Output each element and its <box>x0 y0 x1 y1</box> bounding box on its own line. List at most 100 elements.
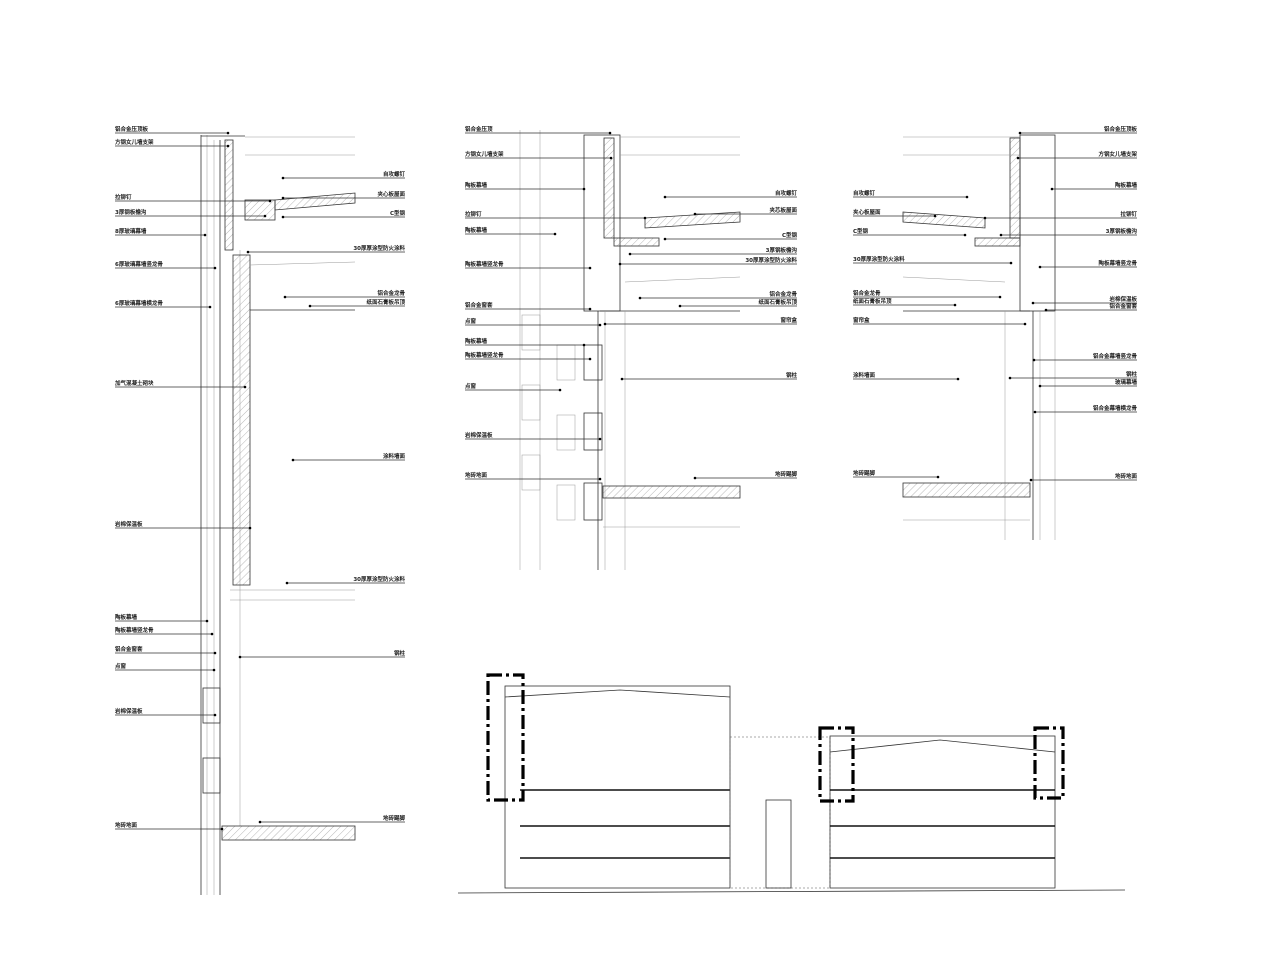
building-section <box>457 673 1126 894</box>
annotation-label: 岩棉保温板 <box>464 431 493 439</box>
annotation-label: 方钢女儿墙支架 <box>465 150 504 158</box>
annotation-label: 陶板幕墙竖龙骨 <box>115 626 154 634</box>
annotation-label: 铝合金龙骨 <box>853 289 881 297</box>
annotation-label: 地砖踢脚 <box>853 469 876 477</box>
annotation-label: 30厚厚涂型防火涂料 <box>745 256 797 264</box>
leader-dot <box>965 195 969 199</box>
leader-dot <box>582 187 586 191</box>
leader-dot <box>598 477 602 481</box>
leader-dot <box>226 131 230 135</box>
leader-dot <box>1009 261 1013 265</box>
annotation-label: 纸面石膏板吊顶 <box>758 298 797 306</box>
leader-dot <box>263 214 267 218</box>
annotation-label: 窗帘盒 <box>780 316 797 324</box>
annotation-label: 铝合金龙骨 <box>769 290 797 298</box>
annotation-label: 陶板幕墙竖龙骨 <box>465 260 504 268</box>
leader-dot <box>308 304 312 308</box>
annotation-label: 陶板幕墙 <box>465 181 488 189</box>
leader-dot <box>638 296 642 300</box>
leader-dot <box>620 377 624 381</box>
annotation-label: 钢柱 <box>394 649 406 657</box>
leader-dot <box>553 232 557 236</box>
annotation-label: 6厚玻璃幕墙竖龙骨 <box>115 260 163 268</box>
annotation-label: 陶板幕墙 <box>1115 181 1138 189</box>
leader-dot <box>588 357 592 361</box>
annotation-label: 岩棉保温板 <box>114 707 143 715</box>
leader-dot <box>582 343 586 347</box>
annotation-label: 纸面石膏板吊顶 <box>366 298 405 306</box>
leader-dot <box>208 305 212 309</box>
leader-dot <box>1008 376 1012 380</box>
annotation-label: 陶板幕墙竖龙骨 <box>1098 259 1137 267</box>
leader-dot <box>268 199 272 203</box>
leader-dot <box>663 237 667 241</box>
annotation-label: 地砖地面 <box>1115 472 1138 480</box>
annotation-label: 陶板幕墙 <box>465 226 488 234</box>
leader-dot <box>1016 156 1020 160</box>
detail-callout-box[interactable] <box>818 726 855 803</box>
leader-dot <box>281 176 285 180</box>
leader-dot <box>210 632 214 636</box>
leader-dot <box>956 377 960 381</box>
leader-dot <box>1038 384 1042 388</box>
annotation-label: 涂料墙面 <box>383 452 406 460</box>
leader-dot <box>588 266 592 270</box>
leader-dot <box>693 212 697 216</box>
leader-dot <box>213 713 217 717</box>
leader-dot <box>588 307 592 311</box>
leader-dot <box>1031 301 1035 305</box>
leader-dot <box>1050 187 1054 191</box>
annotation-label: 3厚钢板檐沟 <box>1106 227 1138 235</box>
leader-dot <box>238 655 242 659</box>
annotation-label: 3厚钢板檐沟 <box>766 246 798 254</box>
annotation-label: 岩棉保温板 <box>1108 295 1137 303</box>
annotation-label: 加气混凝土砌块 <box>114 379 154 387</box>
leader-dot <box>618 262 622 266</box>
leader-dot <box>643 216 647 220</box>
annotation-label: 点窗 <box>465 382 477 390</box>
annotation-label: 铝合金压顶板 <box>1104 125 1138 133</box>
leader-dot <box>213 651 217 655</box>
annotation-label: 铝合金龙骨 <box>377 289 405 297</box>
leader-dot <box>963 233 967 237</box>
annotation-label: 铝合金压顶 <box>465 125 493 133</box>
leader-dot <box>220 827 224 831</box>
detail-callout-box[interactable] <box>1033 726 1065 800</box>
annotation-label: 铝合金窗套 <box>115 645 143 653</box>
leader-dot <box>281 196 285 200</box>
annotation-label: 30厚厚涂型防火涂料 <box>353 575 405 583</box>
annotation-label: C型钢 <box>853 227 869 235</box>
annotation-label: 陶板幕墙 <box>465 337 488 345</box>
annotation-label: 3厚钢板檐沟 <box>115 208 147 216</box>
annotation-label: 纸面石膏板吊顶 <box>853 297 892 305</box>
leader-dot <box>291 458 295 462</box>
leader-dot <box>283 295 287 299</box>
leader-dot <box>603 322 607 326</box>
annotation-label: 自攻螺钉 <box>775 189 798 197</box>
annotation-label: 陶板幕墙 <box>115 613 138 621</box>
leader-dot <box>693 476 697 480</box>
annotation-label: C型钢 <box>782 231 798 239</box>
annotation-label: 铝合金幕墙竖龙骨 <box>1093 352 1138 360</box>
annotation-label: 夹心板屋面 <box>377 190 405 198</box>
annotation-label: 陶板幕墙竖龙骨 <box>465 351 504 359</box>
detail-callout-box[interactable] <box>486 673 525 802</box>
annotation-label: 钢柱 <box>1126 370 1138 378</box>
annotation-label: C型钢 <box>390 209 406 217</box>
annotation-label: 地砖踢脚 <box>383 814 406 822</box>
wall-section-detail-left <box>200 135 356 895</box>
leader-dot <box>1018 131 1022 135</box>
leader-dot <box>999 233 1003 237</box>
leader-dot <box>953 303 957 307</box>
annotation-label: 地砖踢脚 <box>775 470 798 478</box>
leader-dot <box>258 820 262 824</box>
leader-dot <box>1038 265 1042 269</box>
annotation-label: 夹芯板屋面 <box>769 206 797 214</box>
leader-dot <box>203 233 207 237</box>
annotation-label: 玻璃幕墙 <box>1115 378 1138 386</box>
leader-dot <box>213 266 217 270</box>
annotation-label: 钢柱 <box>786 371 798 379</box>
leader-dot <box>998 295 1002 299</box>
annotation-label: 铝合金窗套 <box>1109 302 1137 310</box>
